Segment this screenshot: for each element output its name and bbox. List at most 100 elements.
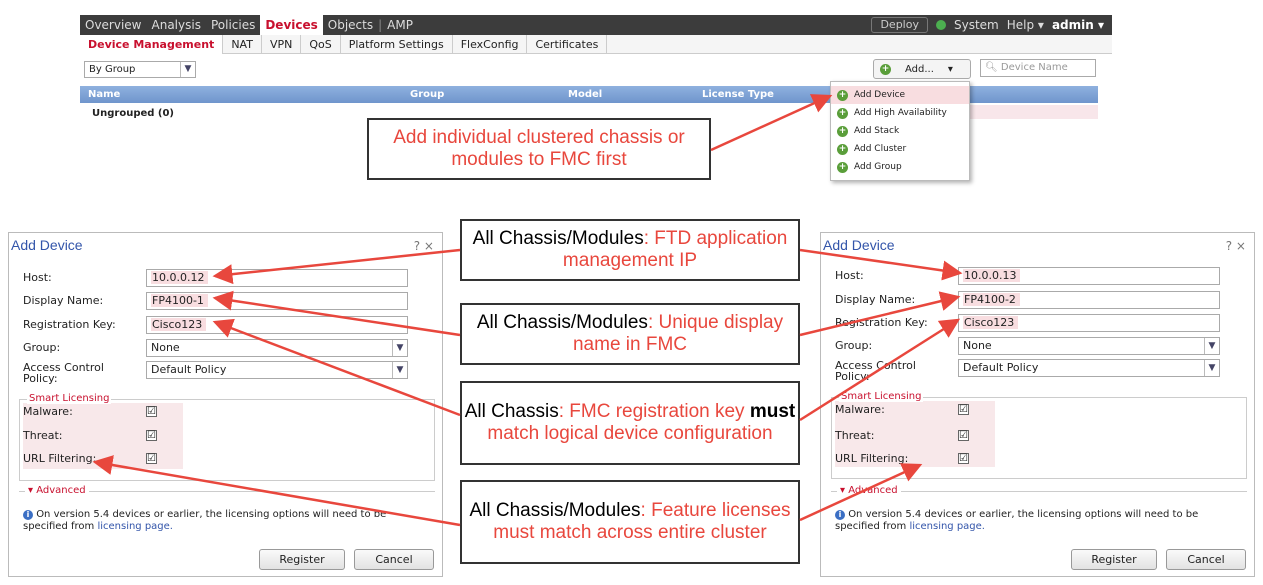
menu-add-high-availability[interactable]: +Add High Availability <box>831 104 969 122</box>
callout-key: All Chassis/Modules <box>472 228 644 249</box>
main-menu-bar: Overview Analysis Policies Devices Objec… <box>80 15 1112 35</box>
cancel-button[interactable]: Cancel <box>354 549 434 570</box>
malware-checkbox[interactable]: ☑ <box>958 404 969 415</box>
plus-icon: + <box>837 161 848 173</box>
url-filtering-checkbox[interactable]: ☑ <box>958 453 969 464</box>
callout-text: All Chassis/Modules: Unique display name… <box>462 312 798 356</box>
device-subtabs: Device Management NAT VPN QoS Platform S… <box>80 34 1112 54</box>
menu-amp[interactable]: AMP <box>387 18 413 32</box>
group-value: None <box>963 339 992 352</box>
chevron-down-icon: ▼ <box>1204 360 1219 376</box>
url-filtering-checkbox[interactable]: ☑ <box>146 453 157 464</box>
menu-add-device[interactable]: +Add Device <box>831 86 969 104</box>
group-by-select[interactable]: By Group ▼ <box>84 61 196 78</box>
advanced-toggle[interactable]: ▾ Advanced <box>25 485 89 496</box>
host-field[interactable]: 10.0.0.12 <box>146 269 408 287</box>
advanced-divider <box>831 491 1247 492</box>
plus-icon: + <box>880 63 891 75</box>
registration-key-label: Registration Key: <box>23 318 116 331</box>
dialog-title: Add Device <box>823 237 895 253</box>
licensing-page-link[interactable]: licensing page. <box>909 521 985 532</box>
menu-item-label: Add High Availability <box>854 108 947 118</box>
group-select[interactable]: None▼ <box>958 337 1220 355</box>
health-status-icon[interactable] <box>935 20 946 30</box>
ungrouped-row[interactable]: Ungrouped (0) <box>92 108 174 119</box>
display-name-value: FP4100-1 <box>151 294 208 307</box>
tab-vpn[interactable]: VPN <box>262 34 302 54</box>
host-field[interactable]: 10.0.0.13 <box>958 267 1220 285</box>
column-model[interactable]: Model <box>568 89 603 100</box>
display-name-field[interactable]: FP4100-2 <box>958 291 1220 309</box>
acp-label: Access Control Policy: <box>835 359 916 383</box>
callout-display-name: All Chassis/Modules: Unique display name… <box>460 303 800 365</box>
callout-registration-key: All Chassis: FMC registration key must m… <box>460 381 800 465</box>
group-select[interactable]: None ▼ <box>146 339 408 357</box>
callout-add-modules: Add individual clustered chassis or modu… <box>367 118 711 180</box>
acp-select[interactable]: Default Policy ▼ <box>958 359 1220 377</box>
host-value: 10.0.0.12 <box>151 271 209 284</box>
callout-text: Add individual clustered chassis or modu… <box>393 127 685 170</box>
threat-label: Threat: <box>835 429 875 442</box>
device-toolbar: By Group ▼ + Add... ▾ 🔍︎ Device Name <box>80 54 1112 86</box>
group-label: Group: <box>23 341 61 354</box>
dialog-help-close-icon[interactable]: ? × <box>1225 239 1246 253</box>
cancel-button[interactable]: Cancel <box>1166 549 1246 570</box>
register-button[interactable]: Register <box>259 549 345 570</box>
acp-select[interactable]: Default Policy▼ <box>146 361 408 379</box>
table-row-highlight <box>970 105 1098 119</box>
callout-key: All Chassis/Modules <box>469 500 641 521</box>
menu-policies[interactable]: Policies <box>210 18 256 32</box>
registration-key-field[interactable]: Cisco123 <box>958 314 1220 332</box>
threat-checkbox[interactable]: ☑ <box>958 430 969 441</box>
menu-admin[interactable]: admin ▾ <box>1051 18 1104 32</box>
callout-management-ip: All Chassis/Modules: FTD application man… <box>460 219 800 281</box>
add-device-dialog-left: Add Device ? × Host: 10.0.0.12 Display N… <box>8 232 443 577</box>
menu-objects[interactable]: Objects <box>327 18 374 32</box>
display-name-value: FP4100-2 <box>963 293 1020 306</box>
group-value: None <box>151 341 180 354</box>
chevron-down-icon: ▼ <box>180 62 195 77</box>
menu-add-cluster[interactable]: +Add Cluster <box>831 140 969 158</box>
threat-checkbox[interactable]: ☑ <box>146 430 157 441</box>
menu-devices[interactable]: Devices <box>260 15 323 35</box>
column-name[interactable]: Name <box>88 89 121 100</box>
licensing-info: i On version 5.4 devices or earlier, the… <box>835 509 1245 533</box>
add-device-dialog-right: Add Device ? × Host: 10.0.0.13 Display N… <box>820 232 1255 577</box>
registration-key-value: Cisco123 <box>963 316 1019 329</box>
register-button[interactable]: Register <box>1071 549 1157 570</box>
registration-key-label: Registration Key: <box>835 316 928 329</box>
tab-nat[interactable]: NAT <box>223 34 262 54</box>
menu-analysis[interactable]: Analysis <box>151 18 201 32</box>
menu-item-label: Add Group <box>854 162 902 172</box>
tab-certificates[interactable]: Certificates <box>527 34 608 54</box>
callout-text: All Chassis/Modules: FTD application man… <box>462 228 798 272</box>
threat-label: Threat: <box>23 429 63 442</box>
display-name-field[interactable]: FP4100-1 <box>146 292 408 310</box>
callout-body: : FTD application management IP <box>562 228 788 271</box>
malware-checkbox[interactable]: ☑ <box>146 406 157 417</box>
add-button[interactable]: + Add... ▾ <box>873 59 971 79</box>
acp-value: Default Policy <box>963 361 1039 374</box>
menu-help[interactable]: Help ▾ <box>1006 18 1044 32</box>
tab-device-management[interactable]: Device Management <box>80 34 224 54</box>
chevron-down-icon: ▼ <box>392 340 407 356</box>
menu-item-label: Add Cluster <box>854 144 907 154</box>
menu-add-stack[interactable]: +Add Stack <box>831 122 969 140</box>
menu-overview[interactable]: Overview <box>85 18 142 32</box>
menu-add-group[interactable]: + Add Group <box>831 158 969 176</box>
tab-platform-settings[interactable]: Platform Settings <box>341 34 453 54</box>
url-filtering-label: URL Filtering: <box>835 452 909 465</box>
deploy-button[interactable]: Deploy <box>871 17 928 33</box>
registration-key-value: Cisco123 <box>151 318 207 331</box>
plus-icon: + <box>837 125 848 137</box>
licensing-page-link[interactable]: licensing page. <box>97 521 173 532</box>
column-license-type[interactable]: License Type <box>702 89 774 100</box>
tab-flexconfig[interactable]: FlexConfig <box>453 34 528 54</box>
menu-system[interactable]: System <box>953 18 999 32</box>
registration-key-field[interactable]: Cisco123 <box>146 316 408 334</box>
dialog-help-close-icon[interactable]: ? × <box>413 239 434 253</box>
tab-qos[interactable]: QoS <box>301 34 341 54</box>
advanced-toggle[interactable]: ▾ Advanced <box>837 485 901 496</box>
device-search-input[interactable]: 🔍︎ Device Name <box>980 59 1096 77</box>
column-group[interactable]: Group <box>410 89 445 100</box>
